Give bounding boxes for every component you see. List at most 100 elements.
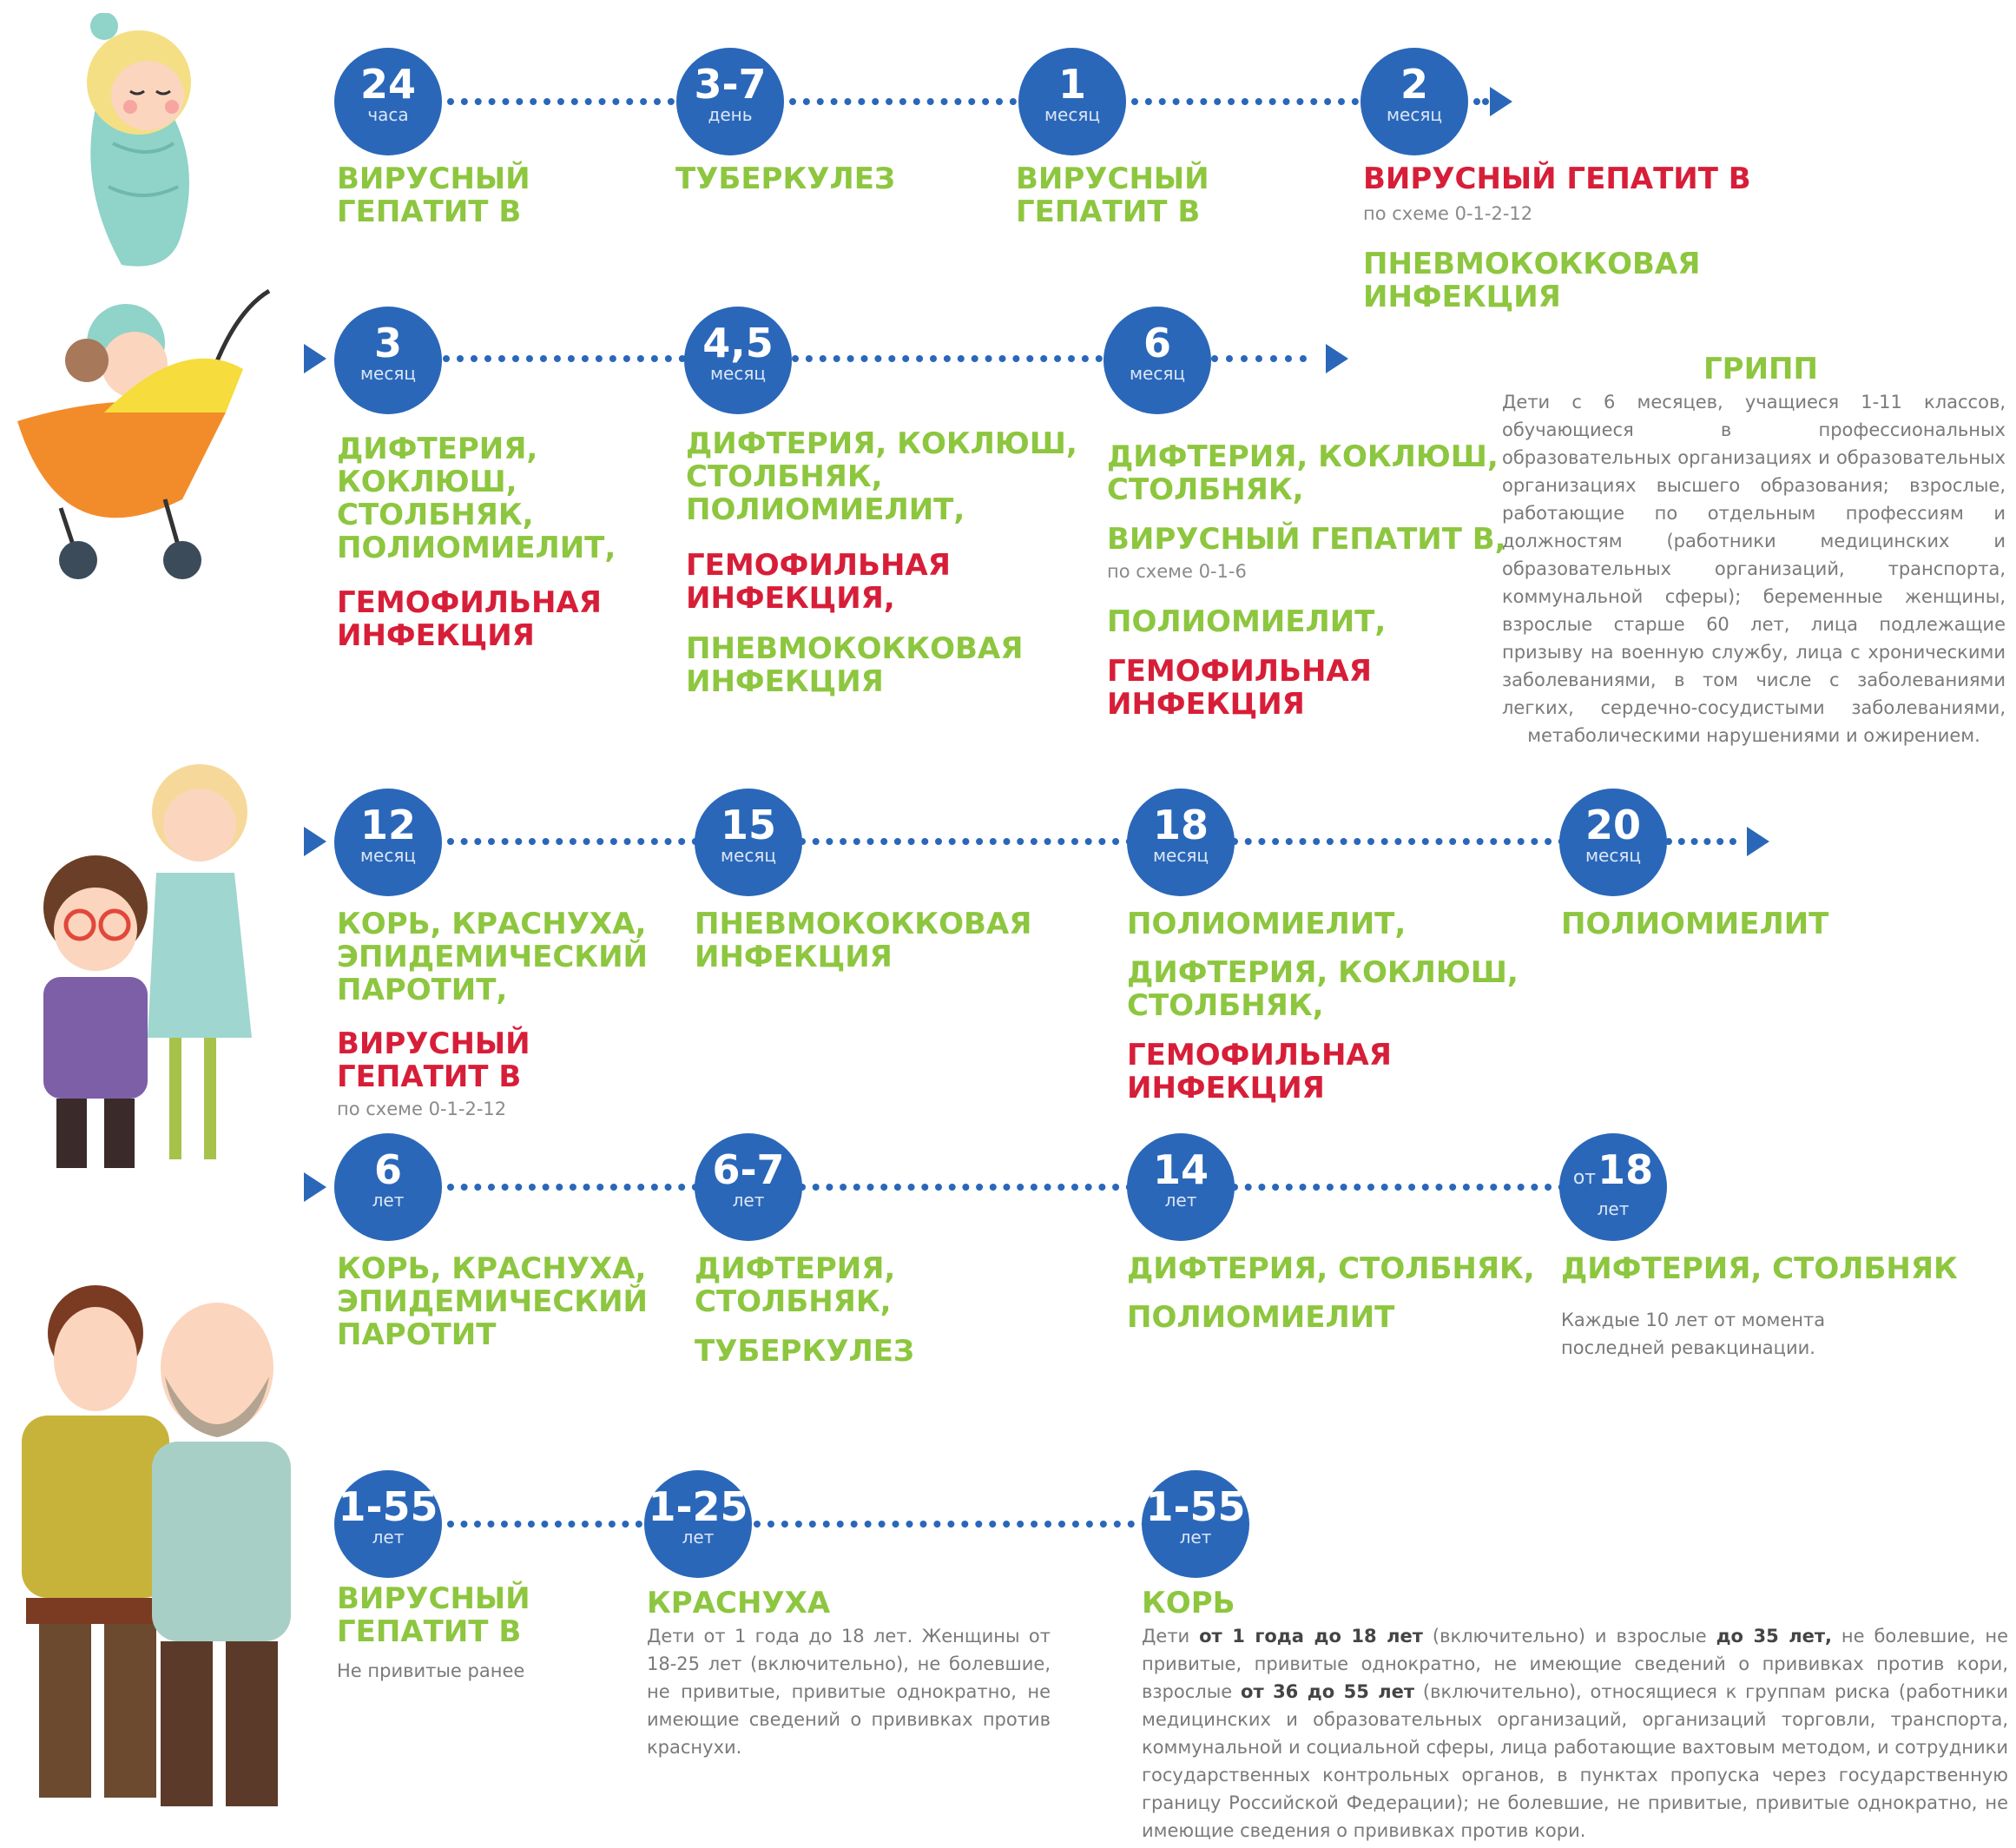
timeline-arrow	[304, 1172, 326, 1202]
age-unit: месяц	[1584, 845, 1642, 866]
timeline-connector	[1473, 98, 1489, 105]
timeline-arrow	[304, 827, 326, 856]
age-unit: месяц	[1386, 104, 1443, 125]
age-number: 2	[1400, 61, 1428, 108]
timeline-connector	[799, 838, 1133, 845]
age-unit: лет	[1597, 1198, 1630, 1219]
age-unit: часа	[367, 104, 409, 125]
scheme-note: по схеме 0-1-2-12	[1363, 203, 1533, 224]
flu-description: Дети с 6 месяцев, учащиеся 1-11 классов,…	[1502, 392, 2006, 746]
kids-illustration	[43, 764, 252, 1168]
vaccine-hemophilus: ГЕМОФИЛЬНАЯ ИНФЕКЦИЯ,	[686, 548, 951, 616]
age-number: 14	[1152, 1146, 1209, 1193]
vaccine-tuberculosis: ТУБЕРКУЛЕЗ	[675, 162, 896, 196]
text: Дети	[1142, 1626, 1200, 1647]
scheme-note: по схеме 0-1-2-12	[337, 1099, 507, 1119]
age-unit: лет	[372, 1190, 405, 1211]
vaccine-polio: ПОЛИОМИЕЛИТ,	[1107, 604, 1387, 639]
age-unit: месяц	[359, 363, 417, 384]
timeline-connector	[1231, 1184, 1565, 1191]
age-badge-from-18-years: от18 лет	[1559, 1133, 1667, 1241]
age-number: 15	[720, 802, 776, 848]
vaccine-measles: КОРЬ	[1142, 1586, 1235, 1620]
hepatitis-note: Не привитые ранее	[337, 1660, 525, 1681]
rubella-description: Дети от 1 года до 18 лет. Женщины от 18-…	[647, 1626, 1051, 1758]
age-number: 6-7	[712, 1146, 785, 1193]
timeline-connector	[447, 98, 675, 105]
age-unit: месяц	[1044, 104, 1101, 125]
vaccine-hepatitis-b: ВИРУСНЫЙ ГЕПАТИТ В	[1363, 162, 1751, 196]
age-number: 12	[359, 802, 416, 848]
timeline-connector	[1211, 355, 1307, 362]
timeline-connector	[1131, 98, 1359, 105]
vaccine-dt: ДИФТЕРИЯ, СТОЛБНЯК,	[1127, 1251, 1535, 1286]
text: (включительно) и взрослые	[1422, 1626, 1716, 1647]
age-unit: месяц	[709, 363, 767, 384]
vaccine-mmr: КОРЬ, КРАСНУХА, ЭПИДЕМИЧЕСКИЙ ПАРОТИТ	[337, 1251, 649, 1352]
timeline-connector	[443, 355, 686, 362]
vaccine-hepatitis-b: ВИРУСНЫЙ ГЕПАТИТ В	[337, 1581, 530, 1649]
text: (включительно), относящиеся к группам ри…	[1142, 1681, 2008, 1841]
baby-stroller-illustration	[17, 288, 271, 579]
scheme-note: по схеме 0-1-6	[1107, 561, 1247, 582]
age-unit: месяц	[720, 845, 777, 866]
vaccine-dtp-polio: ДИФТЕРИЯ, КОКЛЮШ, СТОЛБНЯК, ПОЛИОМИЕЛИТ,	[337, 432, 616, 565]
vaccine-hepatitis-b: ВИРУСНЫЙ ГЕПАТИТ В	[337, 162, 530, 229]
vaccine-dt: ДИФТЕРИЯ, СТОЛБНЯК,	[695, 1251, 896, 1319]
timeline-connector	[1665, 838, 1736, 845]
timeline-arrow	[1490, 87, 1512, 116]
vaccine-hemophilus: ГЕМОФИЛЬНАЯ ИНФЕКЦИЯ	[337, 585, 602, 653]
vaccine-hemophilus: ГЕМОФИЛЬНАЯ ИНФЕКЦИЯ	[1107, 654, 1372, 722]
age-range-highlight: до 35 лет,	[1716, 1626, 1833, 1647]
vaccine-rubella: КРАСНУХА	[647, 1586, 831, 1620]
revaccination-note: Каждые 10 лет от момента последней ревак…	[1561, 1310, 1826, 1358]
timeline-arrow	[1747, 827, 1769, 856]
age-number: 20	[1584, 802, 1641, 848]
adults-illustration	[22, 1285, 291, 1806]
age-range-highlight: от 36 до 55 лет	[1241, 1681, 1415, 1702]
vaccine-dtp-polio: ДИФТЕРИЯ, КОКЛЮШ, СТОЛБНЯК, ПОЛИОМИЕЛИТ,	[686, 426, 1077, 527]
vaccine-hepatitis-b: ВИРУСНЫЙ ГЕПАТИТ В	[337, 1026, 530, 1094]
age-prefix: от	[1572, 1167, 1597, 1189]
vaccine-dtp: ДИФТЕРИЯ, КОКЛЮШ, СТОЛБНЯК,	[1127, 955, 1519, 1023]
vaccine-dtp: ДИФТЕРИЯ, КОКЛЮШ, СТОЛБНЯК,	[1107, 439, 1499, 507]
age-number: 6	[373, 1146, 402, 1193]
age-unit: лет	[1179, 1527, 1212, 1548]
age-unit: лет	[1164, 1190, 1197, 1211]
age-unit: лет	[682, 1527, 715, 1548]
age-number: 18	[1598, 1146, 1654, 1193]
timeline-arrow	[1326, 344, 1348, 373]
timeline-arrow	[304, 344, 326, 373]
vaccine-polio: ПОЛИОМИЕЛИТ	[1561, 907, 1829, 941]
vaccine-mmr: КОРЬ, КРАСНУХА, ЭПИДЕМИЧЕСКИЙ ПАРОТИТ,	[337, 907, 649, 1007]
age-number: 1-25	[648, 1483, 748, 1530]
age-unit: месяц	[359, 845, 417, 866]
age-number: 3-7	[694, 61, 767, 108]
timeline-connector	[799, 1184, 1133, 1191]
timeline-connector	[1231, 838, 1565, 845]
text: не болевшие, не привитые, привитые однок…	[1142, 1626, 2009, 1702]
age-number: 1	[1057, 61, 1086, 108]
age-number: 4,5	[702, 320, 774, 366]
age-unit: день	[708, 104, 753, 125]
age-range-highlight: от 1 года до 18 лет	[1199, 1626, 1423, 1647]
vaccine-polio: ПОЛИОМИЕЛИТ	[1127, 1300, 1395, 1335]
vaccine-pneumococcal: ПНЕВМОКОККОВАЯ ИНФЕКЦИЯ	[1363, 247, 1701, 314]
age-number: 3	[373, 320, 402, 366]
